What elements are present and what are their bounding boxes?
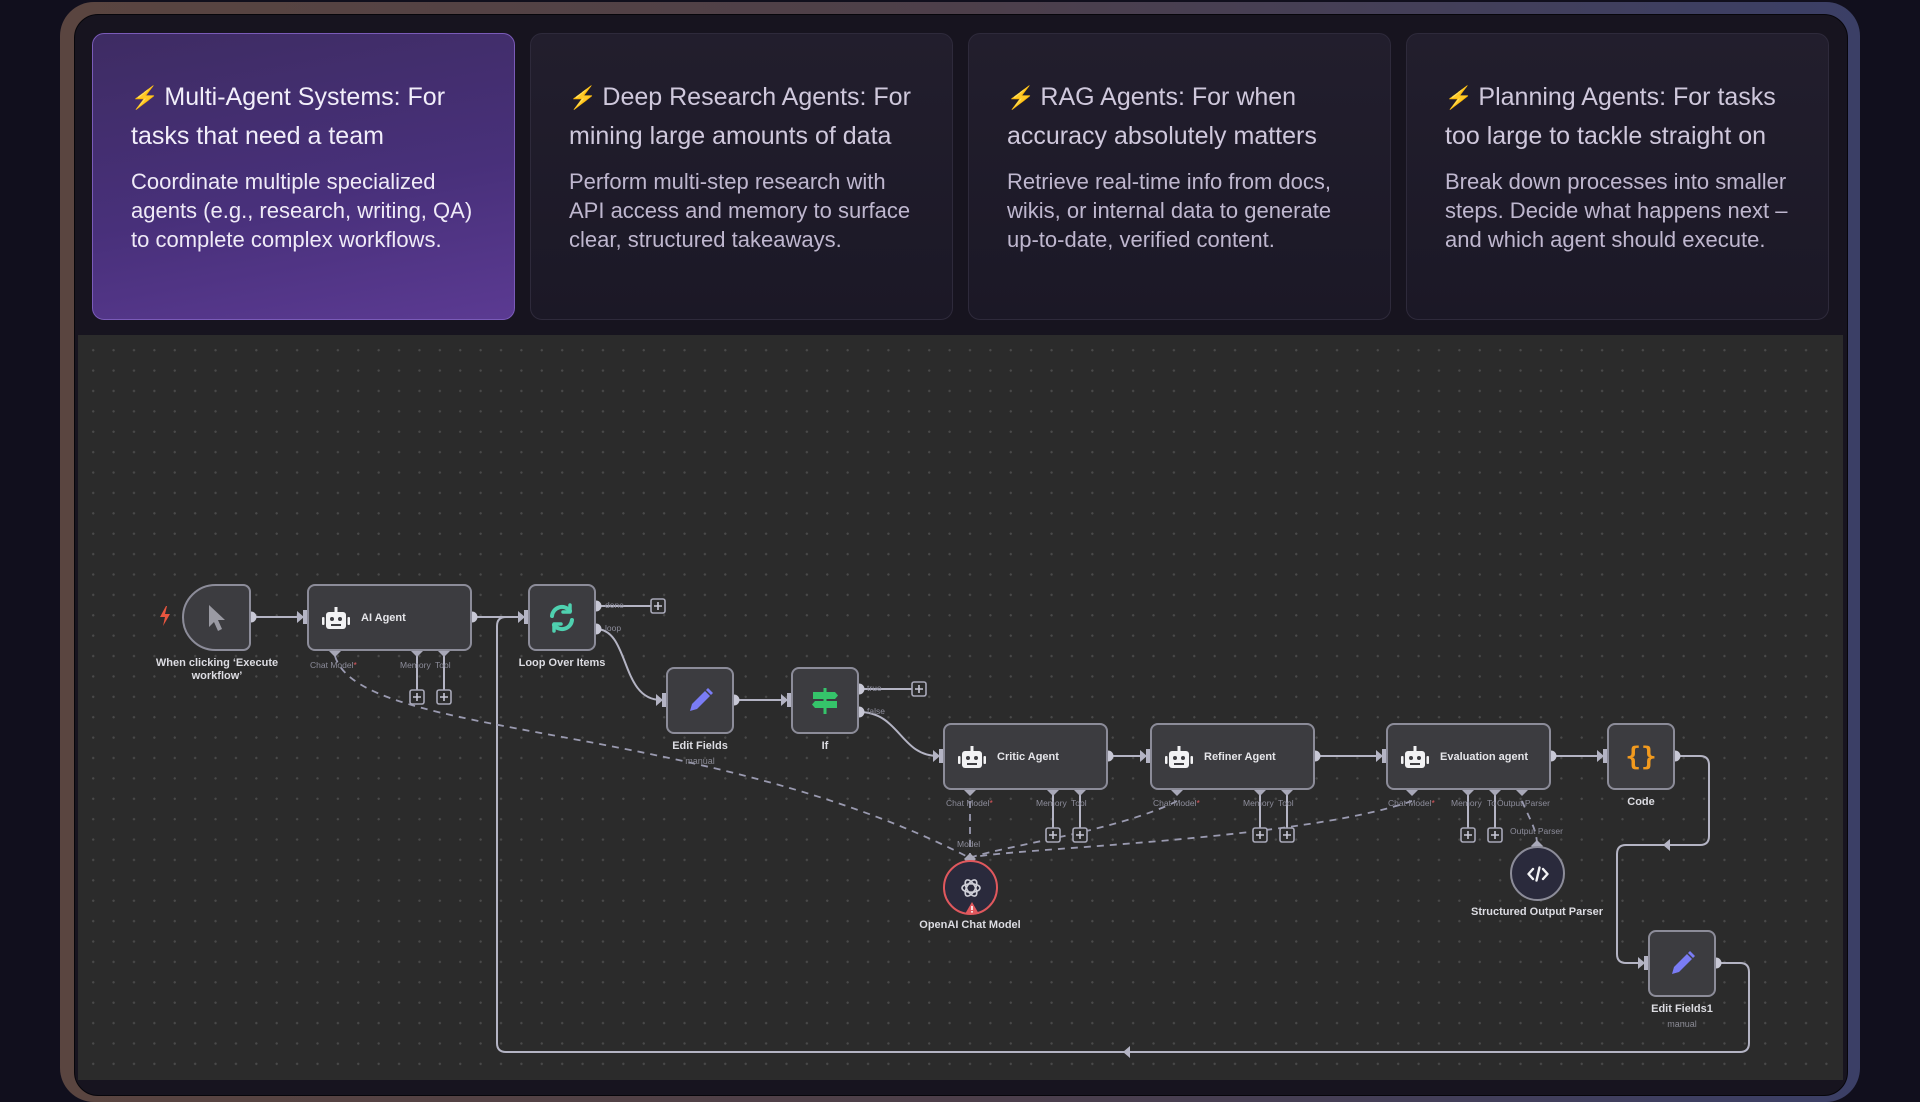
card-title-text: Planning Agents: For tasks too large to … — [1445, 83, 1776, 150]
card-description: Perform multi-step research with API acc… — [569, 169, 911, 252]
openai-label: OpenAI Chat Model — [919, 919, 1021, 931]
port-label-memory: Memory — [1036, 798, 1067, 808]
refresh-loop-icon — [530, 586, 594, 649]
code-node[interactable]: {} — [1607, 723, 1675, 790]
pencil-icon — [668, 669, 732, 732]
port-label-chat-model: Chat Model* — [946, 798, 993, 808]
lightning-bolt-icon: ⚡ — [129, 85, 161, 110]
card-title: ⚡Multi-Agent Systems: For tasks that nee… — [129, 78, 476, 155]
output-label-true: true — [867, 683, 882, 693]
edit-fields-node[interactable] — [666, 667, 734, 734]
evaluation-agent-title: Evaluation agent — [1440, 750, 1529, 763]
lightning-bolt-icon: ⚡ — [567, 85, 599, 110]
loop-over-items-node[interactable] — [528, 584, 596, 651]
signpost-icon — [793, 669, 857, 732]
code-brackets-icon — [1512, 848, 1563, 899]
card-title: ⚡RAG Agents: For when accuracy absolutel… — [1005, 78, 1352, 155]
output-label-loop: loop — [605, 623, 622, 633]
card-planning[interactable]: ⚡Planning Agents: For tasks too large to… — [1406, 33, 1829, 320]
card-title: ⚡Planning Agents: For tasks too large to… — [1443, 78, 1790, 155]
ai-agent-title: AI Agent — [361, 611, 406, 624]
parser-label: Structured Output Parser — [1470, 906, 1604, 918]
workflow-canvas[interactable] — [78, 335, 1843, 1080]
card-title-text: Multi-Agent Systems: For tasks that need… — [131, 83, 446, 150]
loop-label: Loop Over Items — [518, 657, 606, 669]
port-label-output-parser: Output Parser — [1497, 798, 1550, 808]
code-label: Code — [1627, 796, 1655, 808]
card-title-text: RAG Agents: For when accuracy absolutely… — [1007, 83, 1317, 150]
edit-fields1-sub: manual — [1667, 1019, 1697, 1029]
port-label-chat-model: Chat Model* — [1388, 798, 1435, 808]
card-description: Retrieve real-time info from docs, wikis… — [1007, 169, 1332, 252]
port-label-model: Model — [957, 839, 981, 849]
port-label-output-parser: Output Parser — [1510, 826, 1563, 836]
port-label-memory: Memory — [1243, 798, 1274, 808]
output-label-false: false — [867, 706, 885, 716]
if-node[interactable] — [791, 667, 859, 734]
openai-chat-model-node[interactable] — [943, 860, 998, 915]
critic-agent-title: Critic Agent — [997, 750, 1059, 763]
port-label-chat-model: Chat Model* — [1153, 798, 1200, 808]
structured-output-parser-node[interactable] — [1510, 846, 1565, 901]
trigger-node[interactable] — [182, 584, 251, 651]
critic-agent-node[interactable]: Critic Agent — [943, 723, 1108, 790]
port-label-memory: Memory — [400, 660, 431, 670]
port-label-chat-model: Chat Model* — [310, 660, 357, 670]
port-label-tool: To — [1487, 798, 1496, 808]
refiner-agent-node[interactable]: Refiner Agent — [1150, 723, 1315, 790]
if-label: If — [821, 740, 829, 752]
card-multi-agent[interactable]: ⚡Multi-Agent Systems: For tasks that nee… — [92, 33, 515, 320]
trigger-label: When clicking ‘Execute workflow’ — [155, 657, 279, 682]
curly-braces-icon: {} — [1625, 741, 1657, 772]
card-description: Coordinate multiple specialized agents (… — [131, 169, 473, 252]
port-label-tool: Tool — [1278, 798, 1294, 808]
edit-fields-label: Edit Fields — [672, 740, 728, 752]
lightning-bolt-icon — [160, 606, 170, 626]
card-deep-research[interactable]: ⚡Deep Research Agents: For mining large … — [530, 33, 953, 320]
port-label-tool: Tool — [1071, 798, 1087, 808]
evaluation-agent-node[interactable]: Evaluation agent — [1386, 723, 1551, 790]
lightning-bolt-icon: ⚡ — [1443, 85, 1475, 110]
port-label-tool: Tool — [435, 660, 451, 670]
pencil-icon — [1650, 932, 1714, 995]
output-label-done: done — [605, 600, 624, 610]
warning-icon — [965, 902, 979, 914]
card-title-text: Deep Research Agents: For mining large a… — [569, 83, 911, 150]
edit-fields-sub: manual — [685, 756, 715, 766]
cursor-icon — [184, 586, 249, 649]
card-title: ⚡Deep Research Agents: For mining large … — [567, 78, 914, 155]
edit-fields1-label: Edit Fields1 — [1651, 1003, 1713, 1015]
lightning-bolt-icon: ⚡ — [1005, 85, 1037, 110]
port-label-memory: Memory — [1451, 798, 1482, 808]
openai-logo-icon — [945, 862, 996, 913]
ai-agent-node[interactable]: AI Agent — [307, 584, 472, 651]
refiner-agent-title: Refiner Agent — [1204, 750, 1276, 763]
robot-icon — [1165, 746, 1193, 768]
robot-icon — [958, 746, 986, 768]
card-description: Break down processes into smaller steps.… — [1445, 169, 1788, 252]
card-rag[interactable]: ⚡RAG Agents: For when accuracy absolutel… — [968, 33, 1391, 320]
robot-icon — [1401, 746, 1429, 768]
robot-icon — [322, 607, 350, 629]
edit-fields1-node[interactable] — [1648, 930, 1716, 997]
